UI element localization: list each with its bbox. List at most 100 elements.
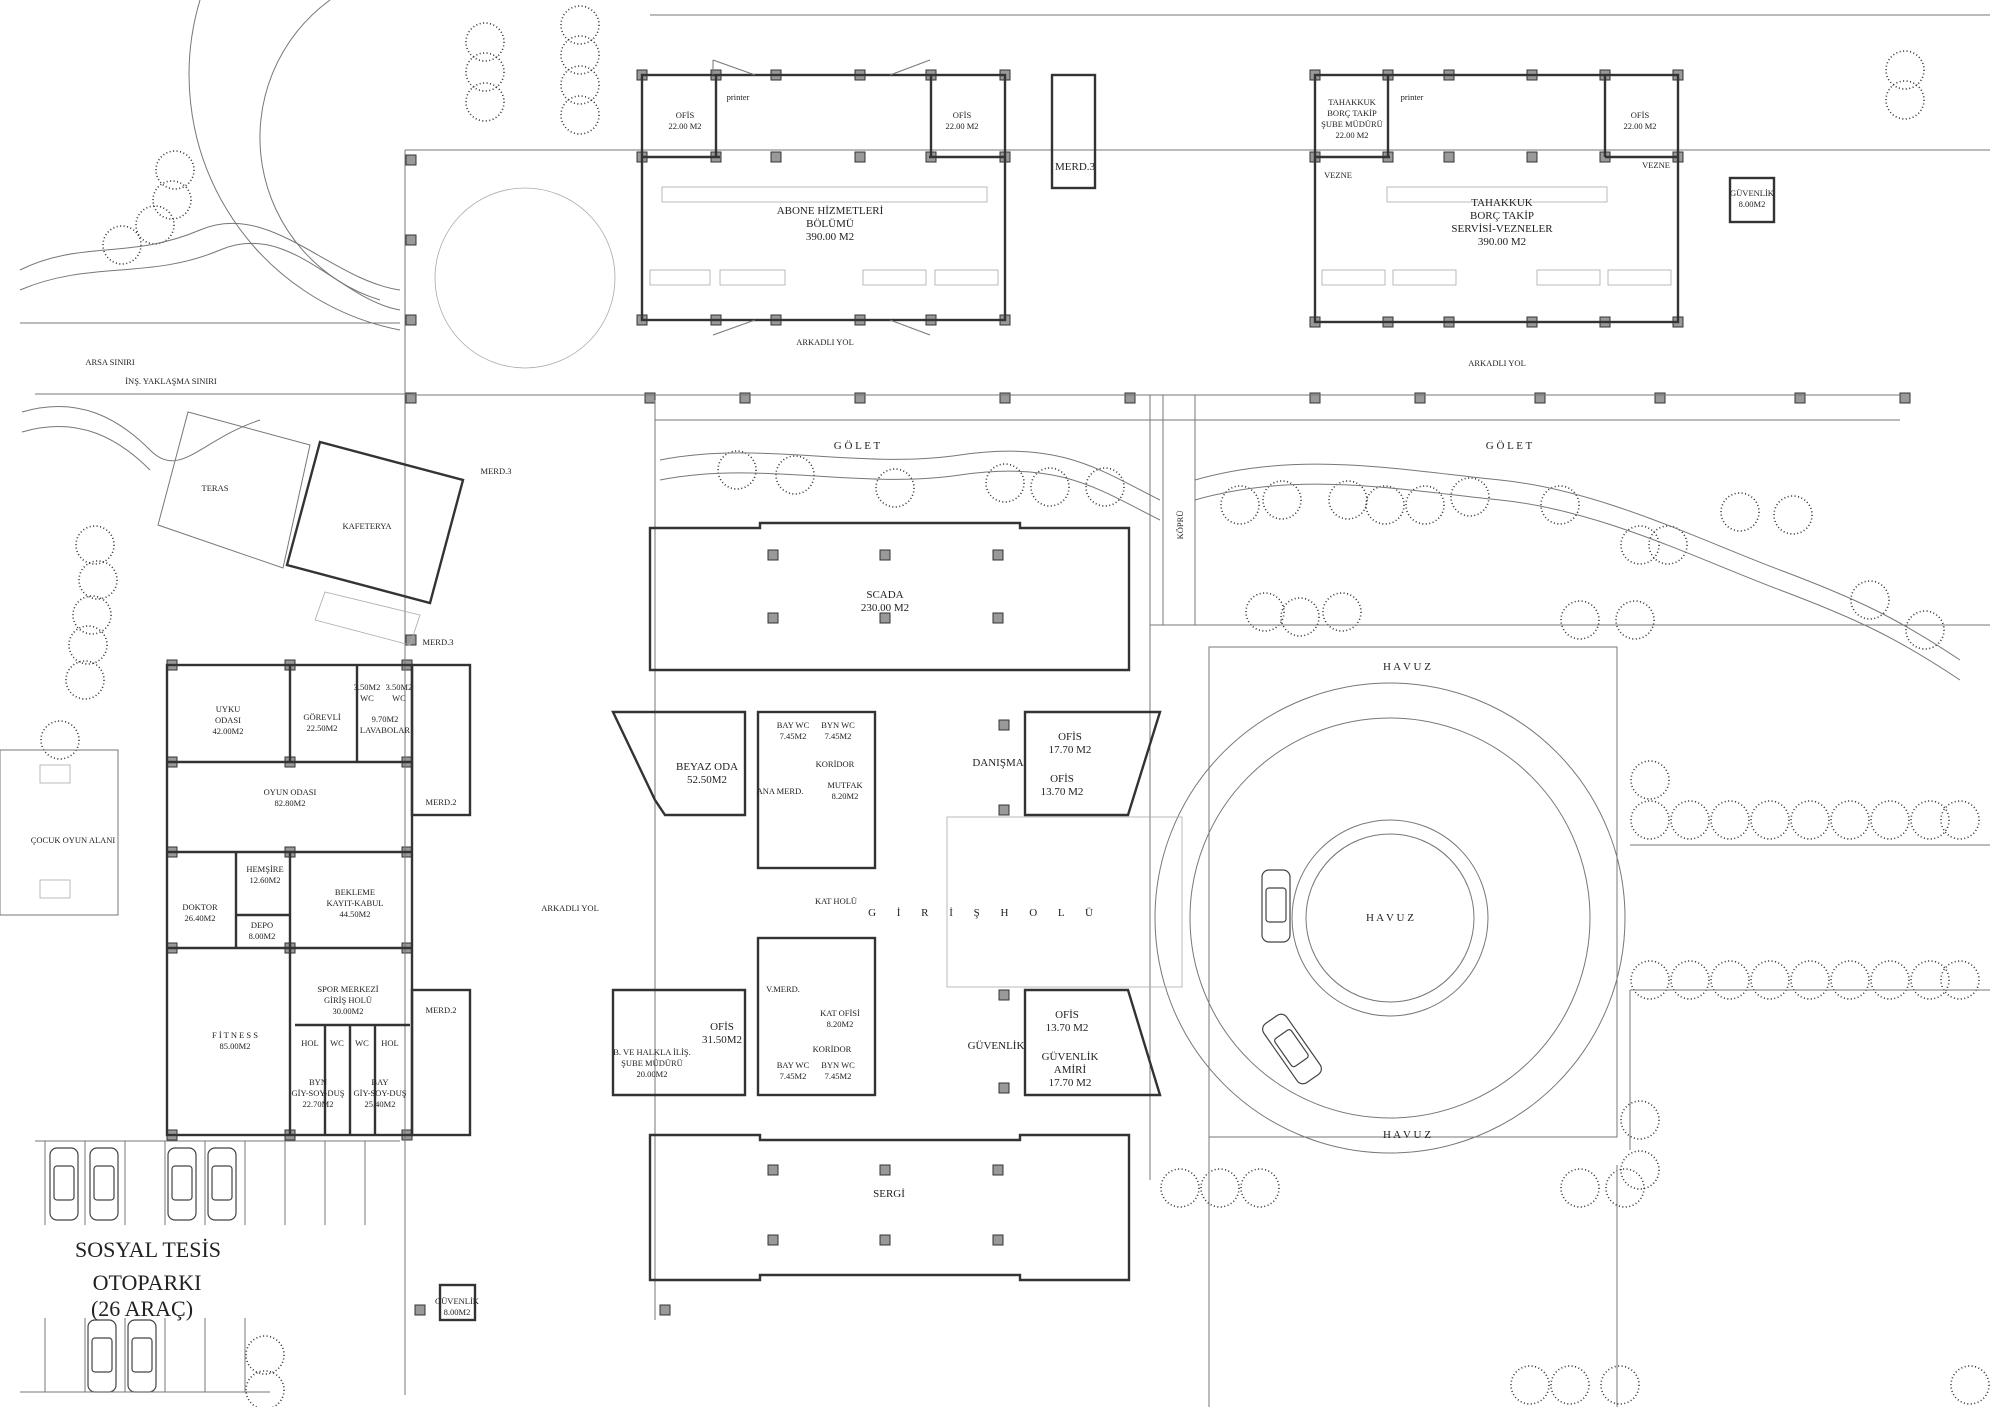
- tree-icon: [465, 52, 505, 92]
- bridge-label: KÖPRÜ: [1175, 511, 1185, 540]
- room-area: 31.50M2: [702, 1034, 742, 1046]
- column: [992, 612, 1004, 624]
- room-label: BAY: [371, 1077, 388, 1087]
- tree-icon: [155, 150, 195, 190]
- room-label: HOL: [381, 1038, 398, 1048]
- tree-icon: [1240, 1168, 1280, 1208]
- room-label: OFİS: [953, 110, 972, 120]
- room-label: G İ R İ Ş H O L Ü: [868, 907, 1102, 919]
- tree-icon: [40, 720, 80, 760]
- stair-label: MERD.2: [426, 1005, 457, 1015]
- room-label: GÜVENLİK: [1730, 188, 1775, 198]
- room-label: OFİS: [676, 110, 695, 120]
- tree-icon: [1950, 1365, 1990, 1405]
- tree-icon: [1160, 1168, 1200, 1208]
- room-area: 22.00 M2: [1335, 130, 1368, 140]
- area-label: TERAS: [202, 483, 229, 493]
- room-label: ODASI: [215, 715, 241, 725]
- pond-label: G Ö L E T: [1486, 440, 1533, 452]
- stair-label: MERD.2: [426, 797, 457, 807]
- car-icon: [89, 1147, 119, 1221]
- car-icon: [1262, 1013, 1322, 1085]
- room-label: SERVİSİ-VEZNELER: [1451, 223, 1553, 235]
- scada-building: [648, 521, 1131, 672]
- path-label: ARKADLI YOL: [796, 337, 854, 347]
- room-label: KAFETERYA: [342, 521, 392, 531]
- column: [739, 392, 751, 404]
- column: [992, 549, 1004, 561]
- tree-icon: [72, 595, 112, 635]
- column: [854, 392, 866, 404]
- tree-icon: [1630, 800, 1670, 840]
- column: [1534, 392, 1546, 404]
- tree-icon: [1905, 610, 1945, 650]
- column: [854, 151, 866, 163]
- tree-icon: [985, 463, 1025, 503]
- room-label: DOKTOR: [182, 902, 218, 912]
- room-label: ABONE HİZMETLERİ: [777, 205, 884, 217]
- tree-icon: [1790, 800, 1830, 840]
- tree-icon: [1220, 485, 1260, 525]
- merd3-stair: [1050, 73, 1097, 190]
- trees: [40, 5, 1990, 1407]
- structural-columns: [166, 69, 1911, 1316]
- column: [1794, 392, 1806, 404]
- kafeterya: [157, 411, 465, 646]
- tree-icon: [78, 560, 118, 600]
- tree-icon: [1750, 960, 1790, 1000]
- room-label: MUTFAK: [827, 780, 863, 790]
- tree-icon: [68, 625, 108, 665]
- guvenlik-booth-bottom: [438, 1283, 477, 1322]
- room-label: GÜVENLİK: [1042, 1051, 1099, 1063]
- room-label: VEZNE: [1642, 160, 1670, 170]
- tree-icon: [1365, 485, 1405, 525]
- room-label: KORİDOR: [816, 759, 855, 769]
- tree-icon: [1450, 477, 1490, 517]
- tree-icon: [775, 455, 815, 495]
- tree-icon: [1605, 1168, 1645, 1208]
- room-area: 22.00 M2: [1623, 121, 1656, 131]
- room-label: SPOR MERKEZİ: [317, 984, 378, 994]
- room-label: ŞUBE MÜDÜRÜ: [621, 1058, 683, 1068]
- room-label: OFİS: [1055, 1009, 1079, 1021]
- tree-icon: [560, 95, 600, 135]
- abone-building: [640, 59, 1007, 336]
- room-label: BYN WC: [821, 720, 855, 730]
- column: [767, 1164, 779, 1176]
- room-label: B. VE HALKLA İLİŞ.: [613, 1047, 691, 1057]
- room-label: WC: [330, 1038, 344, 1048]
- stair-label: V.MERD.: [766, 984, 800, 994]
- room-label: BAY WC: [777, 1060, 810, 1070]
- car-icon: [207, 1147, 237, 1221]
- printer-label: printer: [1401, 92, 1424, 102]
- tree-icon: [1830, 800, 1870, 840]
- room-label: HOL: [301, 1038, 318, 1048]
- room-area: 8.20M2: [827, 1019, 854, 1029]
- tree-icon: [1560, 1168, 1600, 1208]
- room-label: BEKLEME: [335, 887, 375, 897]
- tree-icon: [245, 1370, 285, 1407]
- room-label: BÖLÜMÜ: [806, 218, 854, 230]
- tree-icon: [1615, 600, 1655, 640]
- column: [767, 1234, 779, 1246]
- column: [879, 612, 891, 624]
- column: [998, 804, 1010, 816]
- room-label: LAVABOLAR: [360, 725, 411, 735]
- path-label: ARKADLI YOL: [1468, 358, 1526, 368]
- room-area: 7.45M2: [780, 1071, 807, 1081]
- room-label: GİRİŞ HOLÜ: [324, 995, 372, 1005]
- tree-icon: [560, 65, 600, 105]
- car-icon: [167, 1147, 197, 1221]
- column: [405, 634, 417, 646]
- tree-icon: [1710, 960, 1750, 1000]
- column: [1654, 392, 1666, 404]
- room-area: 3.50M2: [386, 682, 413, 692]
- column: [405, 392, 417, 404]
- car-icon: [1261, 869, 1291, 943]
- column: [1309, 392, 1321, 404]
- room-label: OFİS: [1631, 110, 1650, 120]
- room-area: 22.70M2: [303, 1099, 334, 1109]
- column: [879, 1164, 891, 1176]
- room-label: BORÇ TAKİP: [1327, 108, 1377, 118]
